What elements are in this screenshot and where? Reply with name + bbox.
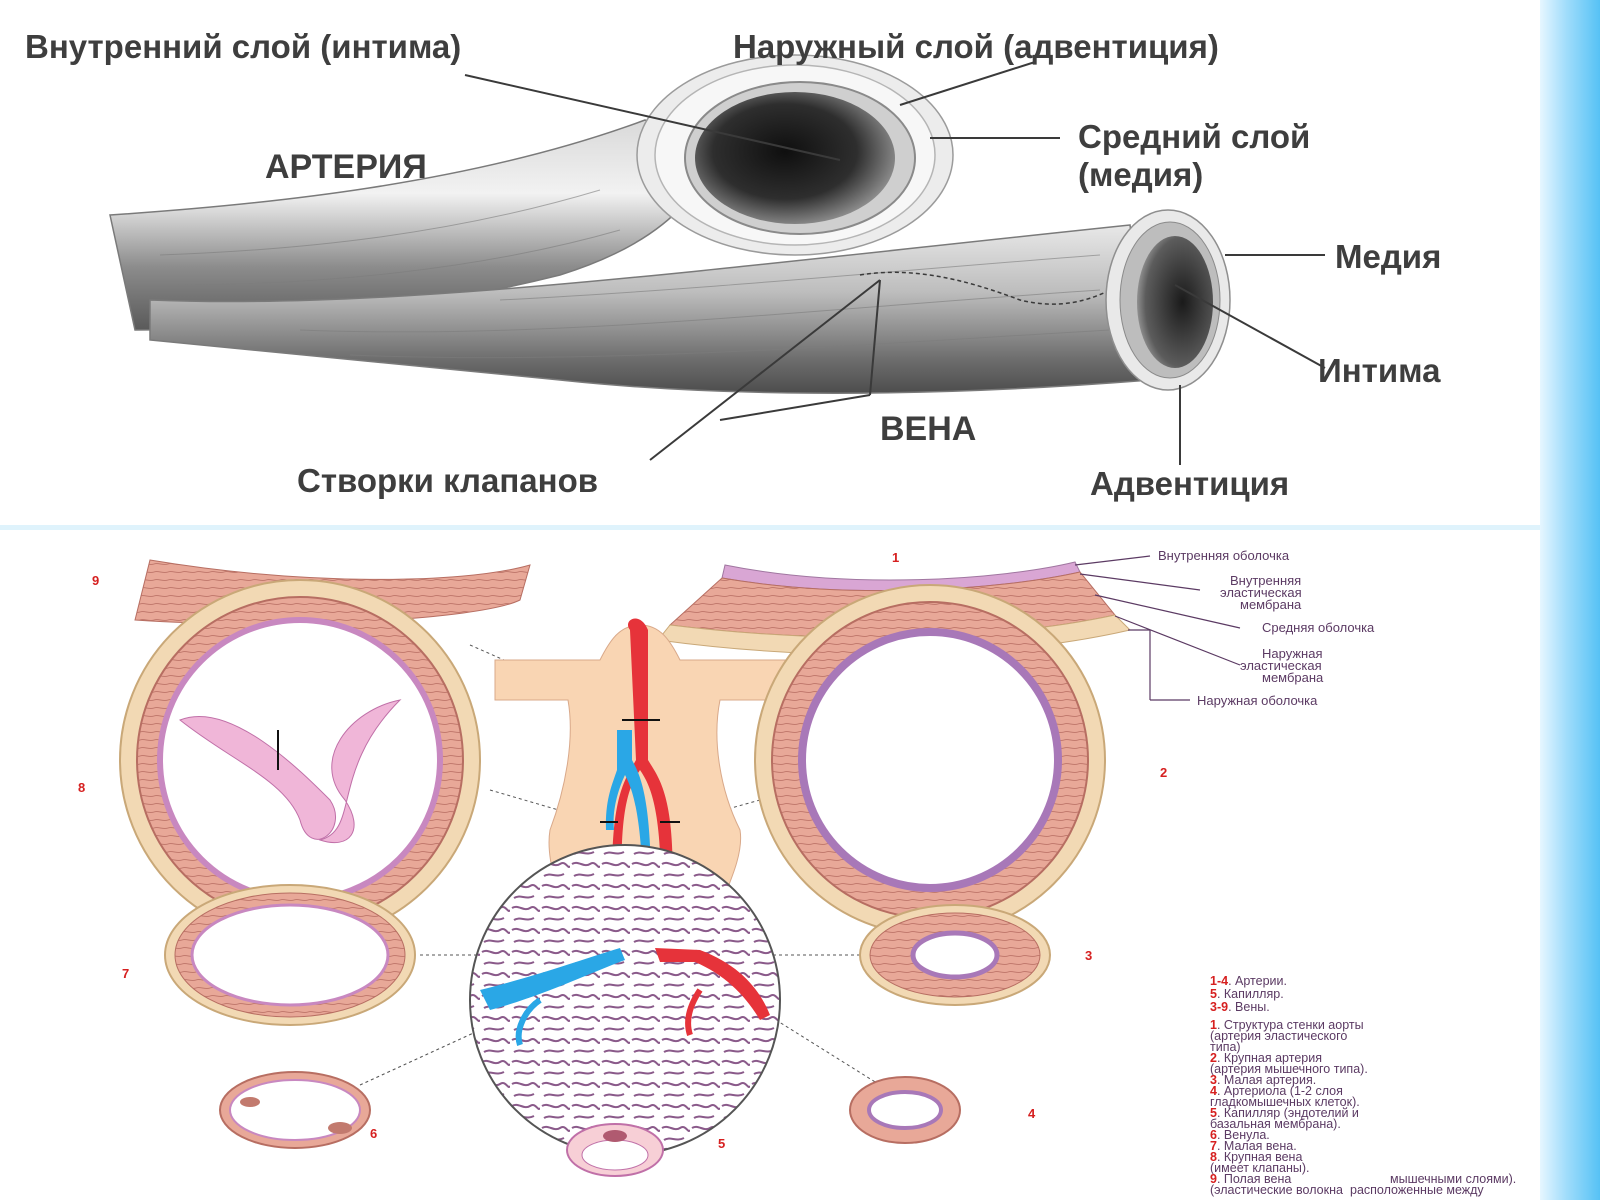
cross-section-8-large-vein (119, 579, 481, 941)
label-intima-inner: Внутренний слой (интима) (25, 28, 461, 65)
legend-desc-9c: расположенные между (1350, 1183, 1484, 1197)
legend-desc-3: 3. Малая артерия. (1210, 1073, 1316, 1087)
artery-lumen (695, 92, 895, 224)
label-vein: ВЕНА (880, 410, 976, 448)
label-artery: АРТЕРИЯ (265, 148, 427, 186)
legend-desc-5b: базальная мембрана). (1210, 1117, 1341, 1131)
number-9: 9 (92, 573, 99, 588)
label-vein-adventitia: Адвентиция (1090, 465, 1289, 502)
vena-cava (605, 730, 651, 935)
label-iem-2: эластическая (1220, 585, 1302, 600)
label-eem-2: эластическая (1240, 658, 1322, 673)
top-leader-lines (464, 61, 1326, 465)
tube-texture (159, 189, 1111, 359)
panel-divider (0, 525, 1540, 530)
label-media-2: (медия) (1078, 156, 1203, 193)
legend-desc-9b: (эластические волокна (1210, 1183, 1343, 1197)
cross-section-3-small-artery (859, 904, 1051, 1006)
legend-desc-7: 7. Малая вена. (1210, 1139, 1297, 1153)
legend-desc-1: 1. Структура стенки аорты (1210, 1018, 1364, 1032)
label-valves: Створки клапанов (297, 462, 598, 499)
legend-desc-4: 4. Артериола (1-2 слоя (1210, 1084, 1343, 1098)
cross-section-6-venule (219, 1071, 371, 1149)
label-eem-1: Наружная (1262, 646, 1323, 661)
number-8: 8 (78, 780, 85, 795)
cross-section-2-large-artery (754, 584, 1106, 936)
legend-line-2: 5. Капилляр. (1210, 987, 1284, 1001)
number-1: 1 (892, 550, 899, 565)
label-outer-coat: Наружная оболочка (1197, 693, 1318, 708)
artery-vein-svg: Внутренний слой (интима) Наружный слой (… (25, 28, 1441, 502)
cross-section-7-small-vein (164, 884, 416, 1026)
legend-desc-9d: мышечными слоями). (1390, 1172, 1516, 1186)
label-vein-media: Медия (1335, 238, 1441, 275)
label-inner-coat: Внутренняя оболочка (1158, 548, 1290, 563)
label-middle-coat: Средняя оболочка (1262, 620, 1375, 635)
label-vein-intima: Интима (1318, 352, 1441, 389)
legend-desc-9: 9. Полая вена (1210, 1172, 1291, 1186)
cross-section-4-arteriole (849, 1076, 961, 1144)
legend-desc-1c: типа) (1210, 1040, 1241, 1054)
vein-lumen (1137, 236, 1213, 368)
legend-desc-5: 5. Капилляр (эндотелий и (1210, 1106, 1359, 1120)
label-iem-1: Внутренняя (1230, 573, 1301, 588)
legend-desc-2b: (артерия мышечного типа). (1210, 1062, 1368, 1076)
vein-tube (149, 224, 1151, 394)
vessel-wall-svg: Внутренняя оболочка Внутренняя эластичес… (78, 548, 1516, 1197)
number-4: 4 (1028, 1106, 1036, 1121)
legend-desc-4b: гладкомышечных клеток). (1210, 1095, 1360, 1109)
label-adventitia-outer: Наружный слой (адвентиция) (733, 28, 1219, 65)
number-7: 7 (122, 966, 129, 981)
blue-side-strip (1540, 0, 1600, 1200)
legend-line-1: 1-4. Артерии. (1210, 974, 1287, 988)
cross-section-5-capillary (566, 1123, 664, 1177)
number-2: 2 (1160, 765, 1167, 780)
number-6: 6 (370, 1126, 377, 1141)
legend-desc-1b: (артерия эластического (1210, 1029, 1347, 1043)
artery-vein-illustration: Внутренний слой (интима) Наружный слой (… (0, 0, 1540, 530)
number-3: 3 (1085, 948, 1092, 963)
number-5: 5 (718, 1136, 725, 1151)
legend: 1-4. Артерии. 5. Капилляр. 3-9. Вены. 1.… (1210, 974, 1516, 1197)
label-media-1: Средний слой (1078, 118, 1310, 155)
legend-desc-2: 2. Крупная артерия (1210, 1051, 1322, 1065)
layer-leader-lines (1074, 555, 1241, 701)
legend-line-3: 3-9. Вены. (1210, 1000, 1270, 1014)
legend-desc-8b: (имеет клапаны). (1210, 1161, 1310, 1175)
label-eem-3: мембрана (1262, 670, 1324, 685)
legend-desc-8: 8. Крупная вена (1210, 1150, 1302, 1164)
label-iem-3: мембрана (1240, 597, 1302, 612)
vessel-wall-illustration: Внутренняя оболочка Внутренняя эластичес… (0, 530, 1540, 1200)
capillary-bed (469, 844, 781, 1156)
legend-desc-6: 6. Венула. (1210, 1128, 1270, 1142)
